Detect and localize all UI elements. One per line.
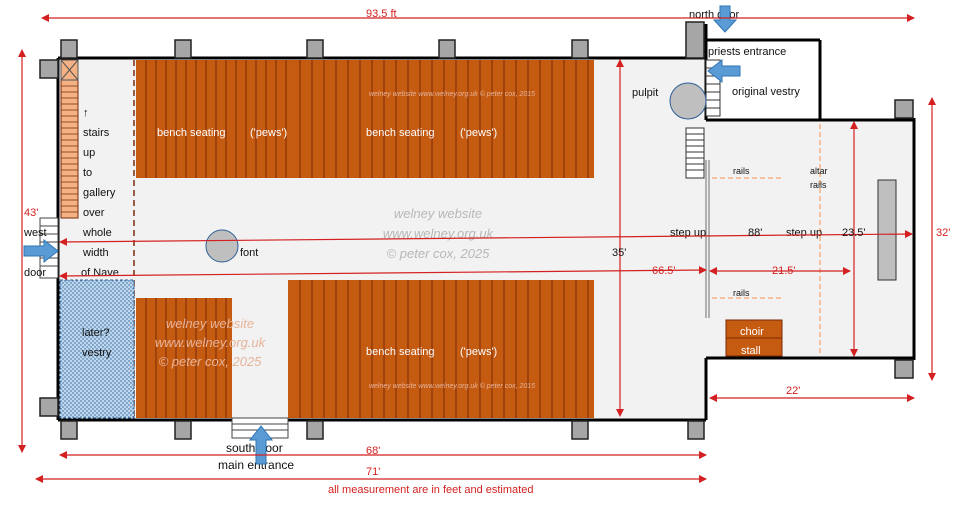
svg-text:width: width xyxy=(82,247,109,259)
font-circle-icon xyxy=(205,229,239,263)
watermark-small-bottom: welney website www.welney.org.uk © peter… xyxy=(369,382,535,390)
step-up-label-1: step up xyxy=(670,227,706,239)
dim-length-top: 93.5 ft xyxy=(366,8,397,20)
rails-label-bottom: rails xyxy=(733,288,750,298)
door-arrow-icon xyxy=(248,425,274,465)
dim-chancel-step: 21.5' xyxy=(772,265,796,277)
later-vestry-label-1: later? xyxy=(82,327,110,339)
vestry-floor xyxy=(706,40,820,120)
later-vestry-label-2: vestry xyxy=(82,347,112,359)
door-label: door xyxy=(24,267,46,279)
measurement-note: all measurement are in feet and estimate… xyxy=(328,484,533,496)
pews-label-2: ('pews') xyxy=(460,127,497,139)
dim-interior-88: 88' xyxy=(748,227,762,239)
pews-label-1: ('pews') xyxy=(250,127,287,139)
svg-text:up: up xyxy=(83,147,95,159)
svg-text:stairs: stairs xyxy=(83,127,110,139)
later-vestry-room xyxy=(59,279,135,419)
svg-text:over: over xyxy=(83,207,105,219)
pulpit-label: pulpit xyxy=(632,87,658,99)
main-entrance-label: main entrance xyxy=(218,458,294,472)
west-label: west xyxy=(23,227,47,239)
pew-block-se xyxy=(288,280,594,418)
altar xyxy=(877,179,897,281)
step-up-label-2: step up xyxy=(786,227,822,239)
watermark-center-3: © peter cox, 2025 xyxy=(387,246,491,261)
gallery-stairs xyxy=(60,59,79,219)
buttresses xyxy=(39,21,914,440)
pew-block-ne xyxy=(288,60,594,178)
svg-text:to: to xyxy=(83,167,92,179)
pews-label-3: ('pews') xyxy=(460,346,497,358)
watermark-small-top: welney website www.welney.org.uk © peter… xyxy=(369,90,535,98)
bench-label-3: bench seating xyxy=(366,346,435,358)
svg-text:gallery: gallery xyxy=(83,187,116,199)
svg-text:whole: whole xyxy=(82,227,112,239)
font-label: font xyxy=(240,247,258,259)
bench-label-2: bench seating xyxy=(366,127,435,139)
dim-bottom-68: 68' xyxy=(366,445,380,457)
stall-label: stall xyxy=(741,345,761,357)
dim-chancel-east: 22' xyxy=(786,385,800,397)
pulpit-stairs xyxy=(685,127,705,179)
dimension-lines xyxy=(18,14,936,483)
south-door-label: south door xyxy=(226,441,283,455)
watermark-left-2: www.welney.org.uk xyxy=(155,335,267,350)
choir-label: choir xyxy=(740,326,764,338)
dim-nave-interior: 66.5' xyxy=(652,265,676,277)
bench-label-1: bench seating xyxy=(157,127,226,139)
svg-text:of Nave: of Nave xyxy=(81,267,119,279)
altar-rails-label-2: rails xyxy=(810,180,827,190)
original-vestry-label: original vestry xyxy=(732,86,800,98)
door-arrow-icon xyxy=(707,58,741,84)
pew-block-sw xyxy=(136,298,232,418)
pew-block-nw xyxy=(136,60,288,178)
dim-nave-inner: 35' xyxy=(612,247,626,259)
rails-label-top: rails xyxy=(733,166,750,176)
watermark-left-3: © peter cox, 2025 xyxy=(159,354,263,369)
altar-rails-label-1: altar xyxy=(810,166,828,176)
door-arrow-icon xyxy=(23,238,59,264)
dim-bottom-71: 71' xyxy=(366,466,380,478)
dim-height-chancel: 32' xyxy=(936,227,950,239)
pulpit-circle-icon xyxy=(669,82,707,120)
dim-chancel-inner: 23.5' xyxy=(842,227,866,239)
watermark-left-1: welney website xyxy=(166,316,254,331)
watermark-center-1: welney website xyxy=(394,206,482,221)
priests-entrance-label: priests entrance xyxy=(708,46,786,58)
north-door-label: north door xyxy=(689,9,739,21)
svg-text:↑: ↑ xyxy=(83,107,89,119)
dim-height-left: 43' xyxy=(24,207,38,219)
stairs-label: ↑ stairs up to gallery over whole width … xyxy=(81,107,119,279)
